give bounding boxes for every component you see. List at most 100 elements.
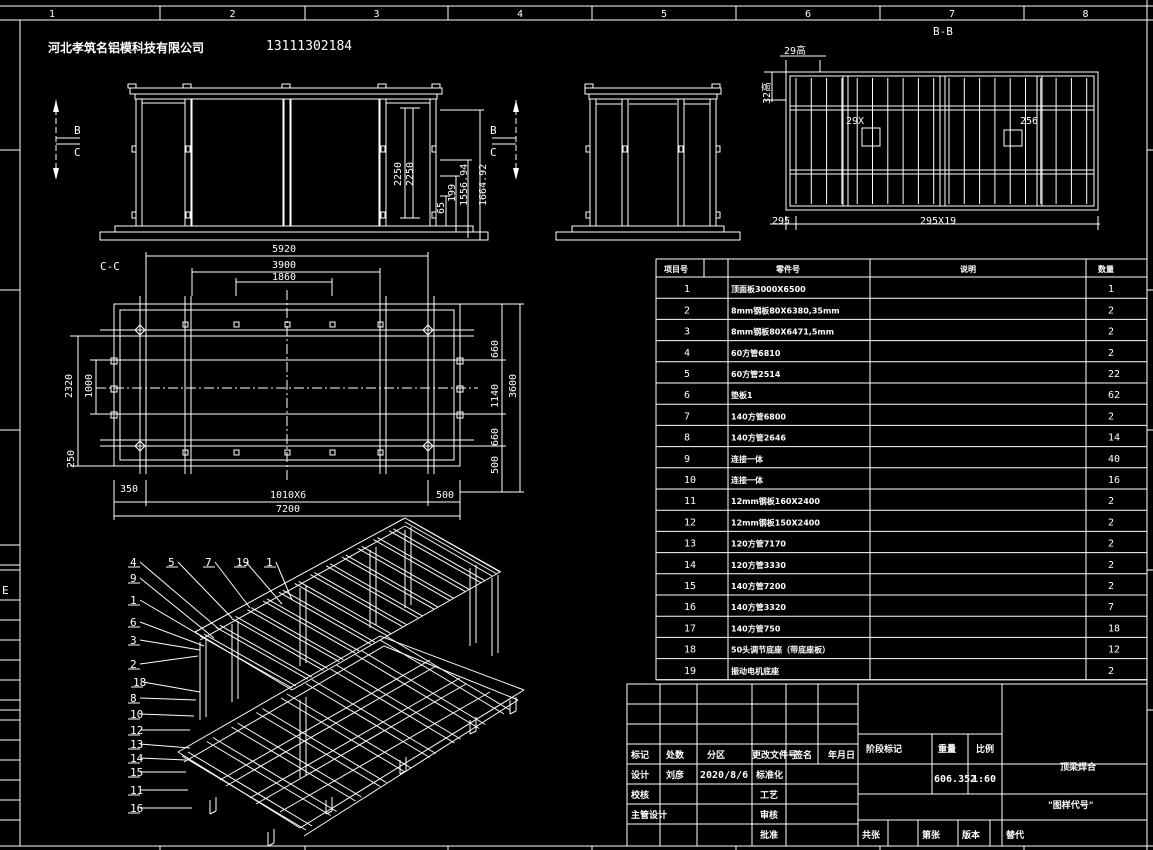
section-mark-b-left: B	[74, 124, 81, 137]
tb-date: 2020/8/6	[700, 770, 748, 781]
bom-header: 项目号	[664, 265, 688, 274]
iso-leader-line	[177, 561, 233, 619]
bom-quantity: 2	[1108, 560, 1114, 571]
iso-callout: 6	[130, 616, 137, 629]
bom-item-number: 1	[684, 284, 690, 295]
section-bb-view	[764, 55, 1100, 230]
iso-leader-line	[139, 757, 187, 761]
tb-version: 版本	[961, 829, 981, 841]
section-mark-c-left: C	[74, 146, 81, 159]
bom-item-number: 14	[684, 560, 696, 571]
iso-callout: 9	[130, 572, 137, 585]
bom-header: 数量	[1098, 264, 1114, 274]
cc-pad	[284, 321, 291, 328]
iso-leader-line	[139, 577, 215, 639]
bom-item-number: 2	[684, 305, 690, 316]
iso-leader-line	[142, 681, 201, 693]
bom-item-number: 6	[684, 390, 690, 401]
cc-joint-plate	[134, 440, 146, 452]
bb-dim-295x19: 295X19	[920, 216, 956, 227]
section-bb-title: B-B	[933, 25, 953, 38]
bom-part-name: 振动电机底座	[731, 666, 779, 676]
cc-pad	[284, 449, 291, 456]
bom-part-name: 60方管2514	[731, 369, 781, 379]
cc-joint-plate	[422, 324, 434, 336]
iso-leader-line	[139, 713, 195, 717]
cc-dim-3900: 3900	[272, 260, 296, 271]
front-dim-1556: 1556.94	[459, 164, 470, 206]
iso-callout: 7	[205, 556, 212, 569]
tb-approve: 批准	[760, 829, 778, 841]
bom-quantity: 2	[1108, 348, 1114, 359]
iso-leader-line	[139, 743, 191, 749]
iso-callout: 19	[236, 556, 249, 569]
cc-dim-500-bottom: 500	[436, 490, 454, 501]
cc-pad	[110, 411, 118, 419]
iso-leader-line	[139, 561, 221, 631]
section-mark-b-right: B	[490, 124, 497, 137]
bom-quantity: 12	[1108, 645, 1120, 656]
bom-part-name: 12mm钢板150X2400	[731, 517, 820, 527]
bom-quantity: 2	[1108, 305, 1114, 316]
tb-scale-value: 1:60	[972, 774, 996, 785]
front-view	[55, 83, 517, 241]
cc-dim-2320: 2320	[64, 374, 75, 398]
iso-callout: 18	[133, 676, 146, 689]
cc-pad	[329, 321, 336, 328]
tb-label-sign: 签名	[793, 749, 812, 761]
bom-quantity: 62	[1108, 390, 1120, 401]
tb-design-label: 设计	[631, 769, 649, 781]
frame-column-number: 3	[374, 9, 380, 20]
cc-pad	[182, 449, 189, 456]
iso-leader-line	[214, 561, 251, 609]
tb-label-change-doc: 更改文件号	[752, 749, 797, 761]
iso-callout: 11	[130, 784, 143, 797]
bom-quantity: 16	[1108, 475, 1120, 486]
front-dim-65: 65	[436, 202, 447, 214]
bb-dim-29x: 29X	[846, 116, 864, 127]
phone-number: 13111302184	[266, 39, 352, 54]
cc-pad	[377, 449, 384, 456]
iso-callout: 15	[130, 766, 143, 779]
iso-callout: 10	[130, 708, 143, 721]
cc-dim-1140: 1140	[490, 384, 501, 408]
bom-item-number: 5	[684, 369, 690, 380]
frame-column-number: 7	[949, 9, 955, 20]
bb-dim-29-high: 29高	[784, 44, 806, 57]
tb-process: 工艺	[760, 789, 778, 801]
cc-dim-250: 250	[66, 450, 77, 468]
iso-callout: 2	[130, 658, 137, 671]
bom-item-number: 15	[684, 581, 696, 592]
iso-leader-line	[139, 655, 199, 665]
cc-pad	[456, 411, 464, 419]
iso-leader-line	[139, 639, 201, 651]
tb-label-count: 处数	[665, 749, 685, 761]
bom-part-name: 8mm钢板80X6471,5mm	[731, 327, 834, 337]
bom-part-name: 140方管750	[731, 623, 781, 633]
left-margin-table	[0, 544, 20, 821]
bom-item-number: 9	[684, 454, 690, 465]
cc-dim-660-top: 660	[490, 340, 501, 358]
bb-dim-32-high: 32高	[760, 82, 773, 104]
bom-quantity: 2	[1108, 581, 1114, 592]
bom-item-number: 16	[684, 602, 696, 613]
title-block	[626, 683, 1148, 847]
iso-callout: 16	[130, 802, 143, 815]
cc-pad	[456, 385, 464, 393]
bom-part-name: 连接一体	[731, 454, 764, 464]
iso-callout: 14	[130, 752, 144, 765]
cc-pad	[377, 321, 384, 328]
bom-quantity: 1	[1108, 284, 1114, 295]
cc-pad	[233, 449, 240, 456]
frame-column-number: 1	[49, 9, 55, 20]
bom-item-number: 18	[684, 645, 696, 656]
tb-review: 审核	[760, 809, 778, 821]
bom-part-name: 垫板1	[731, 390, 753, 400]
tb-label-mark: 标记	[630, 749, 649, 761]
frame-column-number: 2	[230, 9, 236, 20]
bom-quantity: 2	[1108, 539, 1114, 550]
tb-label-zone: 分区	[707, 749, 725, 761]
tb-drawing-code: "图样代号"	[1048, 799, 1093, 811]
iso-callout: 8	[130, 692, 137, 705]
